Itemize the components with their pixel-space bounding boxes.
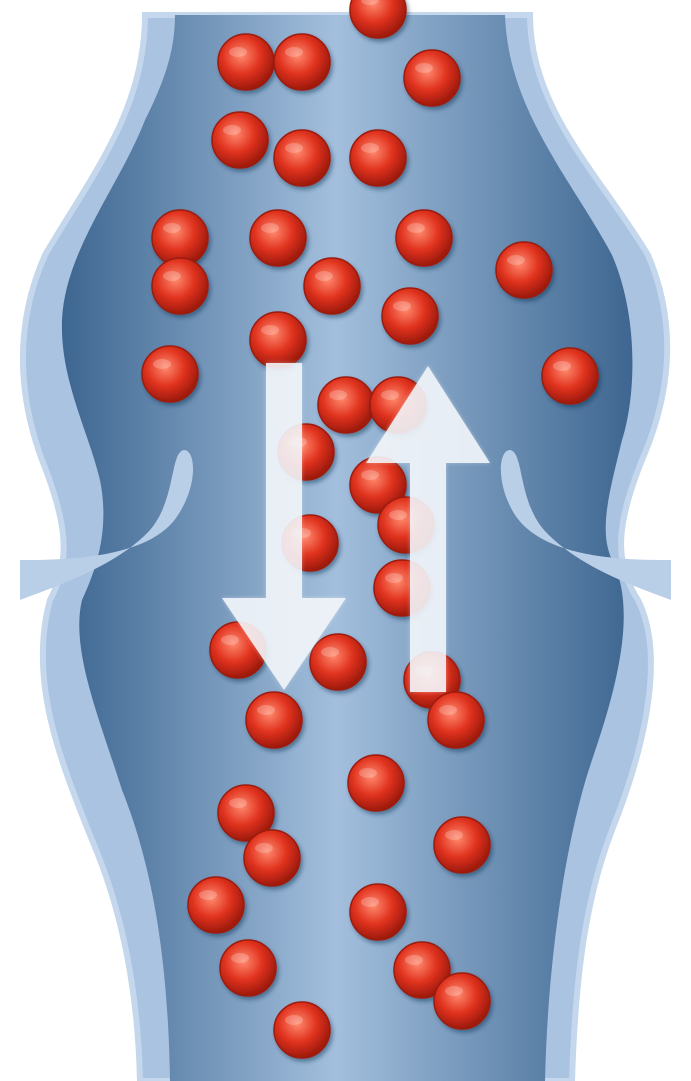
blood-cell xyxy=(318,377,374,433)
blood-cell xyxy=(152,258,208,314)
blood-cell xyxy=(246,692,302,748)
blood-cell xyxy=(396,210,452,266)
blood-cell xyxy=(250,210,306,266)
blood-cell xyxy=(496,242,552,298)
blood-cell xyxy=(350,884,406,940)
blood-cell xyxy=(350,130,406,186)
blood-cell xyxy=(274,1002,330,1058)
blood-cell xyxy=(250,312,306,368)
blood-cell xyxy=(212,112,268,168)
blood-cell xyxy=(348,755,404,811)
blood-cell xyxy=(218,34,274,90)
blood-cell xyxy=(434,817,490,873)
blood-cell xyxy=(382,288,438,344)
blood-cell xyxy=(404,50,460,106)
blood-cell xyxy=(274,34,330,90)
blood-cell xyxy=(188,877,244,933)
blood-cell xyxy=(310,634,366,690)
blood-cell xyxy=(142,346,198,402)
blood-cell xyxy=(428,692,484,748)
blood-cell xyxy=(542,348,598,404)
blood-cell xyxy=(434,973,490,1029)
blood-cell xyxy=(304,258,360,314)
blood-cell xyxy=(244,830,300,886)
blood-cell xyxy=(220,940,276,996)
blood-cell xyxy=(274,130,330,186)
